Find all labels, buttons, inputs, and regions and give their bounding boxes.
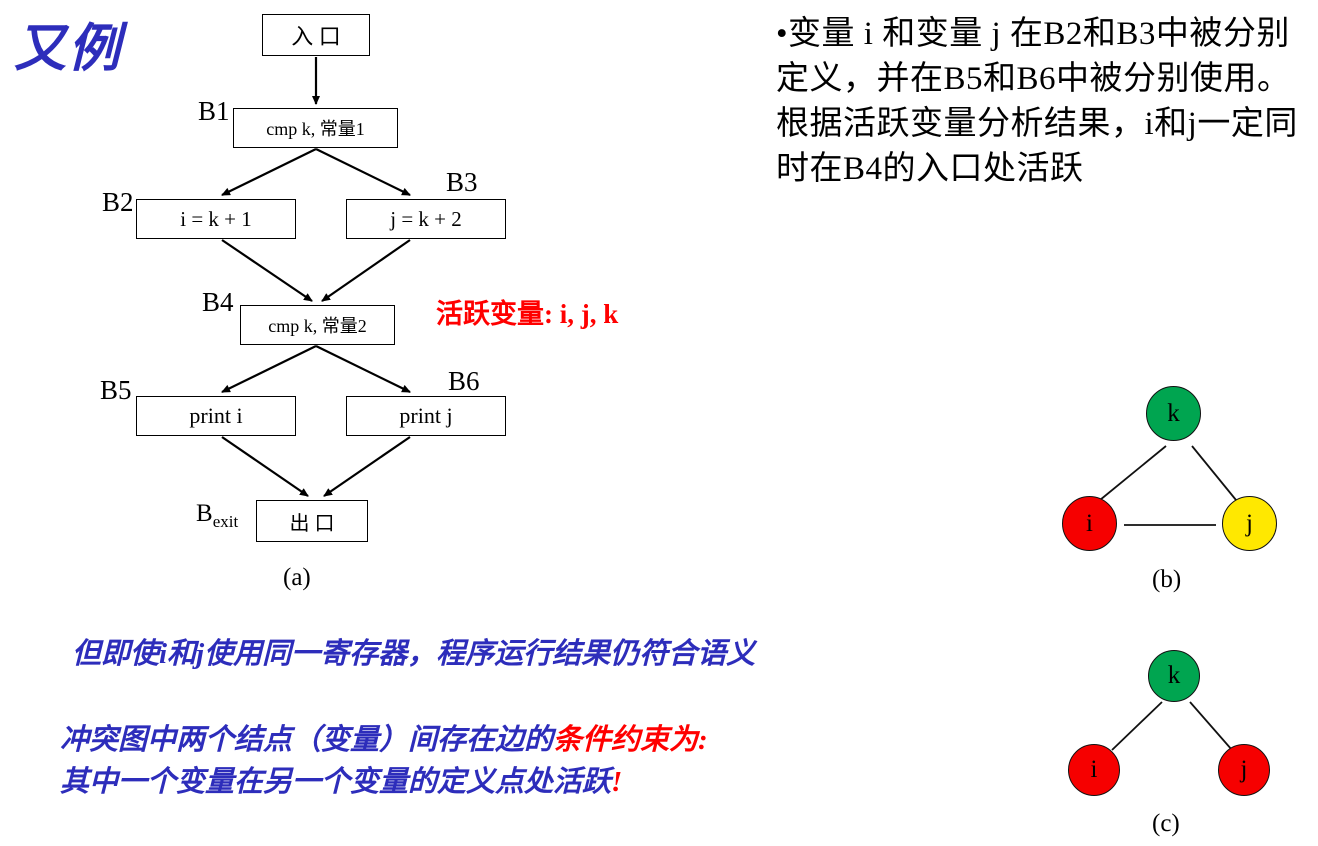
block-label-bexit: Bexit (196, 500, 238, 532)
figure-b-caption: (b) (1152, 566, 1182, 593)
flow-node-b4-text: cmp k, 常量2 (268, 316, 367, 336)
graph-c-node-j-label: j (1240, 756, 1248, 783)
graph-b-node-j-label: j (1246, 509, 1253, 537)
flow-node-exit[interactable]: 出 口 (256, 500, 368, 542)
graph-b-node-k[interactable]: k (1146, 386, 1201, 441)
page-title: 又例 (14, 21, 123, 78)
flow-node-b1-text: cmp k, 常量1 (266, 119, 365, 139)
graph-c-node-i-label: i (1090, 756, 1098, 783)
figure-c-caption: (c) (1152, 810, 1180, 837)
flow-node-b2[interactable]: i = k + 1 (136, 199, 296, 239)
control-flow-graph: 入 口 cmp k, 常量1 i = k + 1 j = k + 2 cmp k… (0, 0, 700, 600)
graph-b-edges (1099, 445, 1237, 526)
note-line-2: 冲突图中两个结点（变量）间存在边的条件约束为: (60, 716, 708, 758)
flow-node-b2-text: i = k + 1 (180, 206, 252, 231)
graph-b-node-k-label: k (1167, 399, 1180, 427)
flow-node-b5-text: print i (189, 403, 243, 428)
note-line-2-blue: 冲突图中两个结点（变量）间存在边的 (60, 724, 554, 756)
block-label-b4: B4 (202, 287, 234, 317)
graph-c-node-j[interactable]: j (1218, 744, 1270, 796)
block-label-b3: B3 (446, 167, 478, 197)
graph-b-node-i-label: i (1086, 509, 1093, 537)
block-label-b1: B1 (198, 96, 230, 126)
note-line-3-red: ! (611, 766, 623, 798)
flow-node-b5[interactable]: print i (136, 396, 296, 436)
block-label-bexit-sub: exit (212, 512, 239, 531)
block-label-b2: B2 (102, 187, 134, 217)
note-line-3: 其中一个变量在另一个变量的定义点处活跃! (60, 758, 622, 800)
live-variables-annotation: 活跃变量: i, j, k (436, 299, 619, 329)
note-line-1: 但即使i和j使用同一寄存器，程序运行结果仍符合语义 (72, 638, 756, 670)
block-label-bexit-main: B (196, 500, 213, 527)
graph-c-node-i[interactable]: i (1068, 744, 1120, 796)
flow-node-b3[interactable]: j = k + 2 (346, 199, 506, 239)
graph-c-edges (1111, 701, 1233, 751)
graph-c-node-k-label: k (1167, 662, 1181, 689)
flow-node-b1[interactable]: cmp k, 常量1 (233, 108, 398, 148)
flow-node-b3-text: j = k + 2 (390, 206, 462, 231)
interference-graph-c: k i j (c) (1040, 650, 1300, 846)
note-line-3-blue: 其中一个变量在另一个变量的定义点处活跃 (60, 766, 612, 798)
graph-b-node-j[interactable]: j (1222, 496, 1277, 551)
flow-node-b6-text: print j (399, 403, 453, 428)
flowchart-edges (221, 57, 411, 497)
block-label-b6: B6 (448, 366, 480, 396)
block-label-b5: B5 (100, 375, 132, 405)
flow-node-b4[interactable]: cmp k, 常量2 (240, 305, 395, 345)
graph-c-node-k[interactable]: k (1148, 650, 1200, 702)
flow-node-entry-text: 入 口 (291, 24, 341, 49)
flow-node-exit-text: 出 口 (289, 512, 335, 535)
graph-b-node-i[interactable]: i (1062, 496, 1117, 551)
note-line-2-red: 条件约束为: (553, 724, 708, 756)
figure-a-caption: (a) (283, 564, 311, 591)
flow-node-b6[interactable]: print j (346, 396, 506, 436)
flow-node-entry[interactable]: 入 口 (262, 14, 370, 56)
explanation-paragraph: •变量 i 和变量 j 在B2和B3中被分别定义，并在B5和B6中被分别使用。根… (776, 16, 1298, 187)
interference-graph-b: k i j (b) (1040, 370, 1300, 600)
